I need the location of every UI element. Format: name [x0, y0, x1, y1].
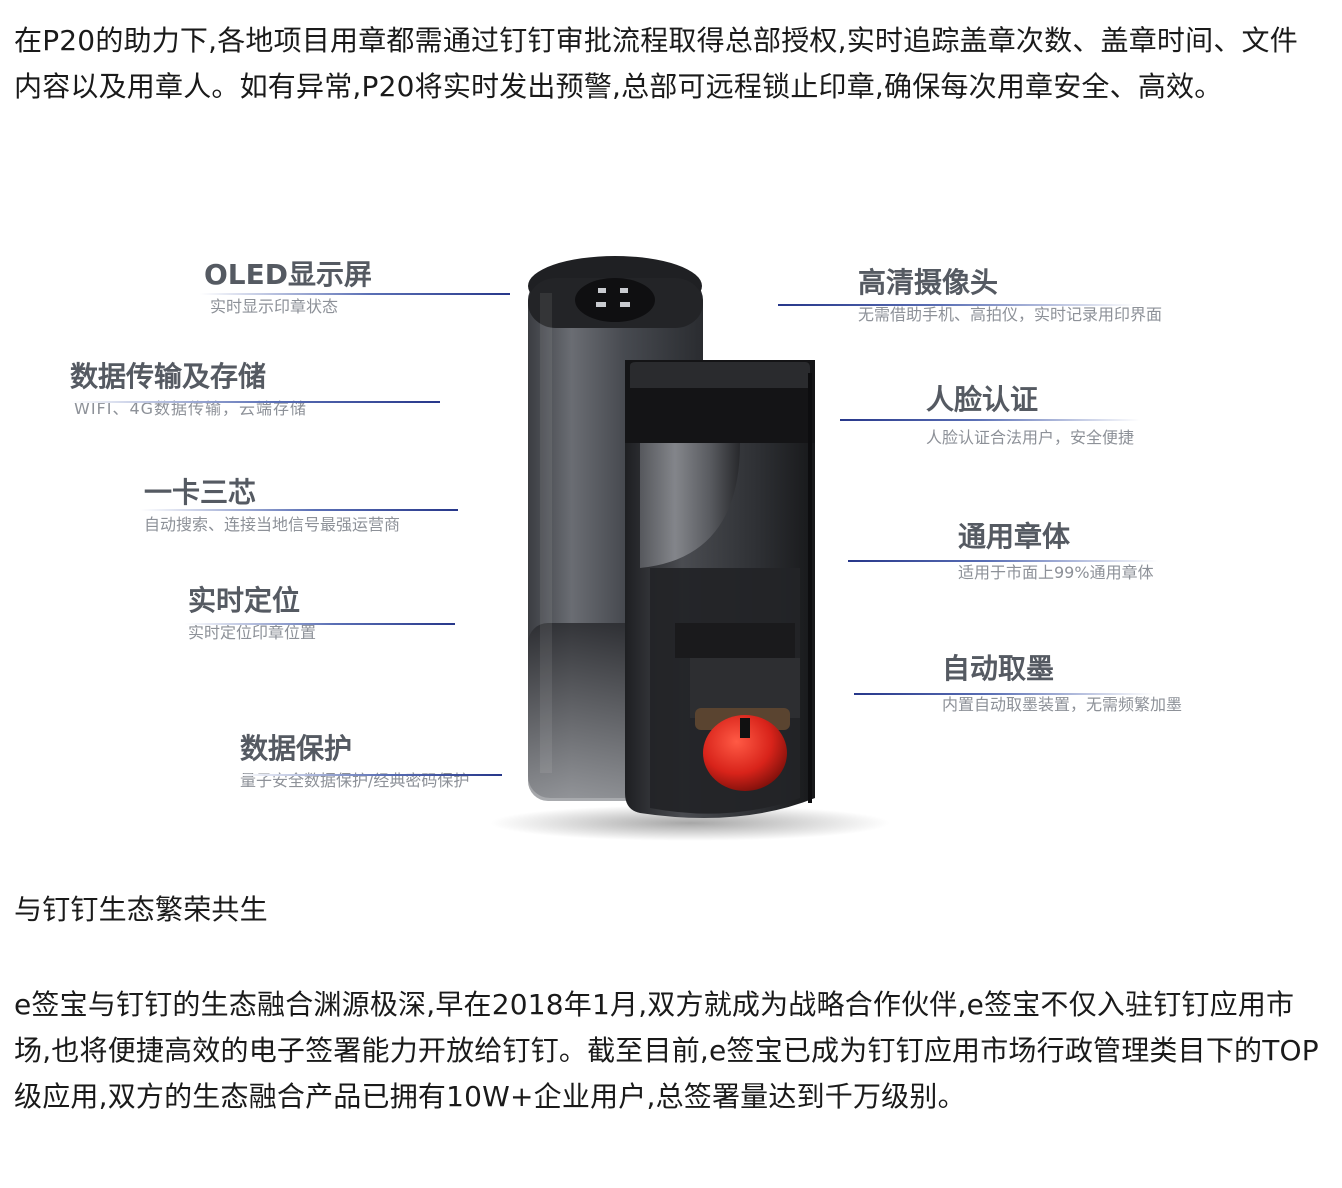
intro-paragraph: 在P20的助力下,各地项目用章都需通过钉钉审批流程取得总部授权,实时追踪盖章次数… — [14, 24, 1298, 103]
connector-line — [185, 623, 455, 625]
feature-title: 实时定位 — [188, 584, 301, 617]
feature-description: WIFI、4G数据传输，云端存储 — [74, 399, 308, 418]
connector-line — [70, 401, 440, 403]
connector-line — [854, 693, 1154, 695]
product-diagram: OLED显示屏 实时显示印章状态 数据传输及存储 WIFI、4G数据传输，云端存… — [40, 238, 1300, 848]
feature-data-protection: 数据保护 量子安全数据保护/经典密码保护 — [240, 732, 469, 792]
feature-face-auth: 人脸认证 人脸认证合法用户，安全便捷 — [926, 383, 1134, 449]
connector-line — [240, 774, 502, 776]
feature-sim-card: 一卡三芯 自动搜索、连接当地信号最强运营商 — [144, 476, 400, 536]
feature-data-transfer: 数据传输及存储 WIFI、4G数据传输，云端存储 — [70, 360, 307, 420]
feature-title: 人脸认证 — [926, 383, 1039, 416]
feature-description: 适用于市面上99%通用章体 — [958, 563, 1154, 582]
feature-title: 一卡三芯 — [144, 476, 257, 509]
feature-title: OLED显示屏 — [204, 258, 373, 291]
feature-description: 实时定位印章位置 — [188, 623, 317, 642]
feature-auto-ink: 自动取墨 内置自动取墨装置，无需频繁加墨 — [942, 652, 1182, 716]
connector-line — [140, 509, 458, 511]
feature-hd-camera: 高清摄像头 无需借助手机、高拍仪，实时记录用印界面 — [858, 266, 1162, 326]
feature-description: 实时显示印章状态 — [210, 297, 339, 316]
feature-positioning: 实时定位 实时定位印章位置 — [188, 584, 316, 644]
smart-seal-device-image — [490, 256, 890, 841]
feature-title: 通用章体 — [958, 520, 1071, 553]
feature-title: 自动取墨 — [942, 652, 1055, 685]
feature-description: 人脸认证合法用户，安全便捷 — [926, 428, 1135, 447]
feature-description: 自动搜索、连接当地信号最强运营商 — [144, 515, 401, 534]
connector-line — [778, 304, 1138, 306]
feature-universal-seal: 通用章体 适用于市面上99%通用章体 — [958, 520, 1154, 584]
feature-title: 高清摄像头 — [858, 266, 999, 299]
feature-description: 内置自动取墨装置，无需频繁加墨 — [942, 695, 1183, 714]
feature-title: 数据传输及存储 — [70, 360, 267, 393]
feature-oled-display: OLED显示屏 实时显示印章状态 — [204, 258, 372, 318]
connector-line — [840, 419, 1140, 421]
connector-line — [200, 293, 510, 295]
section-heading: 与钉钉生态繁荣共生 — [14, 893, 268, 926]
connector-line — [848, 560, 1158, 562]
feature-description: 无需借助手机、高拍仪，实时记录用印界面 — [858, 305, 1163, 324]
body-paragraph: e签宝与钉钉的生态融合渊源极深,早在2018年1月,双方就成为战略合作伙伴,e签… — [14, 988, 1319, 1113]
feature-title: 数据保护 — [240, 732, 353, 765]
